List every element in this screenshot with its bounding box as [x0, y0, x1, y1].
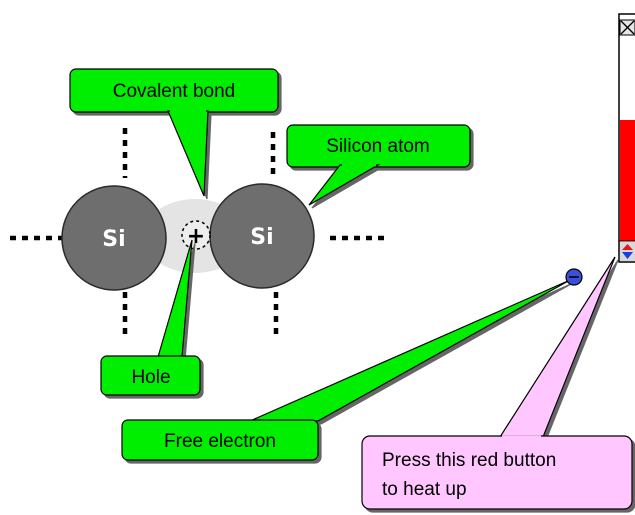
hole-label: Hole: [131, 367, 170, 388]
up-arrow-icon[interactable]: [622, 244, 633, 250]
covalent-bond-callout: [69, 68, 279, 197]
close-icon[interactable]: [619, 19, 635, 36]
hole-plus: +: [187, 224, 205, 249]
heat-button[interactable]: [620, 120, 635, 241]
free-electron-callout: [121, 279, 571, 461]
hole[interactable]: +: [181, 220, 211, 250]
free-electron-label: Free electron: [164, 431, 276, 452]
atom-symbol-right: Si: [250, 225, 273, 250]
silicon-atom-label: Silicon atom: [326, 136, 430, 157]
heat-up-line1: Press this red button: [382, 450, 556, 471]
atom-symbol-left: Si: [102, 227, 125, 252]
covalent-bond-label: Covalent bond: [113, 81, 236, 102]
silicon-atom-right: Si: [209, 183, 315, 289]
down-arrow-icon[interactable]: [622, 252, 633, 259]
heat-up-line2: to heat up: [382, 479, 467, 500]
heat-up-callout: [361, 256, 633, 510]
free-electron[interactable]: [565, 268, 583, 286]
bond-dashes: [10, 128, 390, 338]
hole-callout: [100, 239, 201, 396]
silicon-atom-callout: [286, 124, 471, 206]
side-panel: [618, 13, 635, 263]
silicon-atom-left: Si: [61, 185, 167, 291]
